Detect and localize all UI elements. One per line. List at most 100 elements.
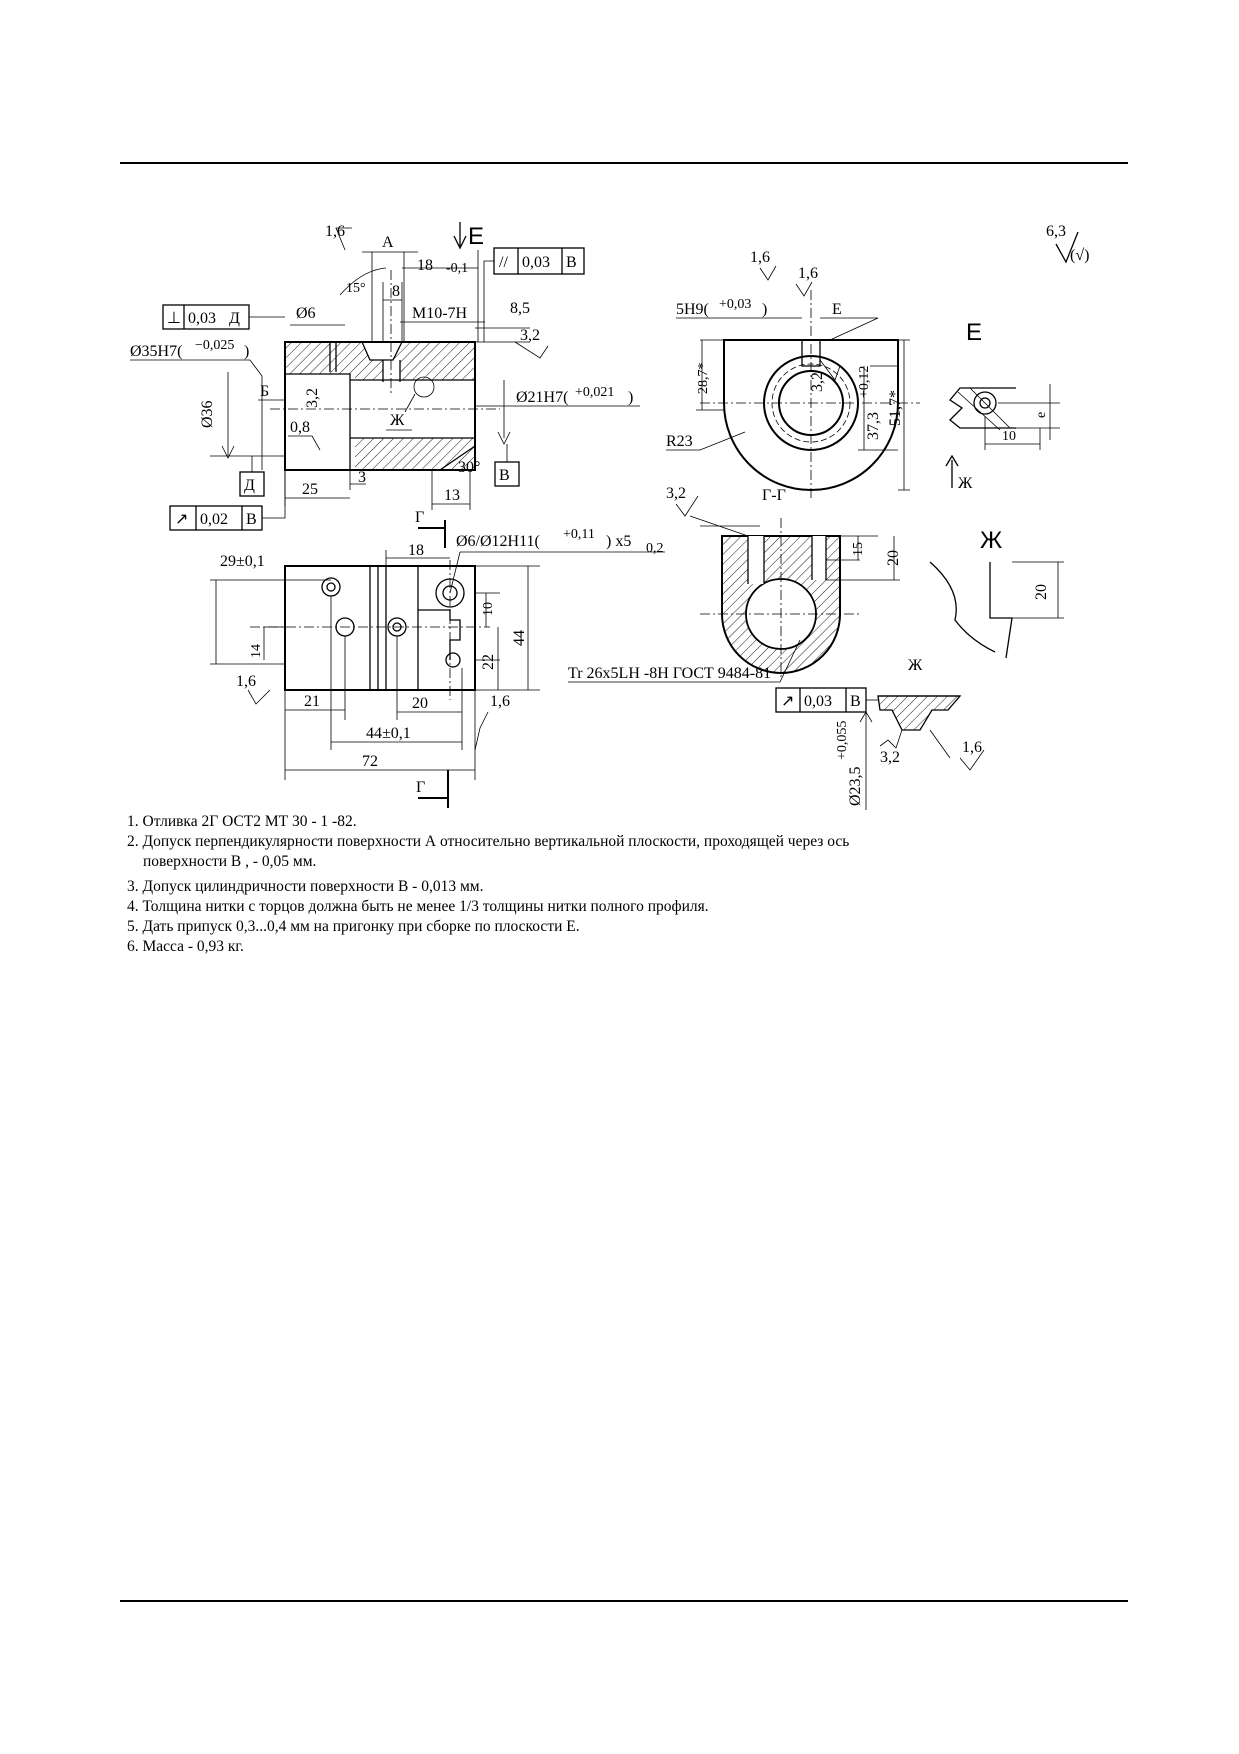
dim-25: 25 xyxy=(302,481,318,498)
rough-3-2-inner: 3,2 xyxy=(304,388,321,408)
side-rough-a: 1,6 xyxy=(750,249,770,266)
detail-e-dim-10: 10 xyxy=(1002,429,1016,444)
rough-left: 1,6 xyxy=(236,673,256,690)
parallel-base: В xyxy=(566,254,577,271)
radius: R23 xyxy=(666,433,693,450)
slot-tol: +0,03 xyxy=(719,297,751,312)
thread-profile-detail: Ж 1,6 3,2 Ø23,5 +0,055 xyxy=(835,657,985,810)
bottom-rule xyxy=(120,1600,1128,1602)
detail-zh-title: Ж xyxy=(980,527,1002,554)
dim-22: 22 xyxy=(480,654,497,670)
label-e: Е xyxy=(832,301,842,318)
parallel-tol: 0,03 xyxy=(522,254,550,271)
section-thread: Tr 26x5LH -8H ГОСТ 9484-81 xyxy=(568,665,771,682)
hole-callout: Ø6/Ø12H11( xyxy=(456,533,540,550)
dim-18: 18 xyxy=(417,257,433,274)
section-g-top: Г xyxy=(415,509,424,526)
dim-8-5: 8,5 xyxy=(510,300,530,317)
hole-depth-tol: 0,2 xyxy=(646,541,664,556)
thread-m10: M10-7H xyxy=(412,305,468,322)
note-1: 1. Отливка 2Г ОСТ2 МТ 30 - 1 -82. xyxy=(127,813,357,830)
detail-e-arrow-zh: Ж xyxy=(958,475,973,492)
note-2: 2. Допуск перпендикулярности поверхности… xyxy=(127,833,850,850)
note-4: 4. Толщина нитки с торцов должна быть не… xyxy=(127,898,709,915)
general-roughness-value: 6,3 xyxy=(1046,223,1066,240)
plan-dim-18: 18 xyxy=(408,542,424,559)
section-runout-base: В xyxy=(850,693,861,710)
dim-8: 8 xyxy=(392,283,400,300)
parallel-symbol: // xyxy=(499,254,508,271)
dim-20: 20 xyxy=(885,550,902,566)
dim-44-v: 44 xyxy=(511,630,528,646)
dia-35: Ø35H7( xyxy=(130,343,182,360)
runout-tol: 0,02 xyxy=(200,511,228,528)
runout-base: В xyxy=(246,511,257,528)
section-title: Г-Г xyxy=(762,487,786,504)
dim-44: 44±0,1 xyxy=(366,725,411,742)
dim-28-7: 28,7* xyxy=(696,363,711,395)
dim-13: 13 xyxy=(444,487,460,504)
general-roughness-bracket: (√) xyxy=(1070,247,1089,264)
dim-15: 15 xyxy=(851,542,866,556)
detail-zh: Ж 20 xyxy=(929,527,1064,659)
technical-drawing: 1,6 А 15° 8 18 -0,1 Е // 0,03 В ⊥ 0,03 Д… xyxy=(130,222,1089,810)
detail-zh-dim-20: 20 xyxy=(1033,584,1050,600)
angle-30: 30° xyxy=(458,459,480,476)
detail-e-dim-e: e xyxy=(1034,412,1049,418)
thread-dia-tol: +0,055 xyxy=(835,721,850,760)
hole-tail: ) x5 xyxy=(606,533,631,550)
dia-6: Ø6 xyxy=(296,305,316,322)
dim-51-7: 51,7* xyxy=(887,390,904,426)
dia-35-close: ) xyxy=(244,343,249,360)
dim-10: 10 xyxy=(481,602,496,616)
thread-dia: Ø23,5 xyxy=(847,766,864,806)
dia-36: Ø36 xyxy=(199,400,216,428)
label-surface-a: А xyxy=(382,234,394,251)
top-rule xyxy=(120,162,1128,164)
rough-3-2-right: 3,2 xyxy=(520,327,540,344)
dim-18-tol: -0,1 xyxy=(446,261,468,276)
note-2-continued: поверхности В , - 0,05 мм. xyxy=(143,853,317,870)
angle-15: 15° xyxy=(346,281,366,296)
section-rough-3-2: 3,2 xyxy=(666,485,686,502)
side-rough-b: 1,6 xyxy=(798,265,818,282)
thread-rough-1-6: 1,6 xyxy=(962,739,982,756)
note-3: 3. Допуск цилиндричности поверхности В -… xyxy=(127,878,484,895)
dim-3: 3 xyxy=(358,469,366,486)
rough-0-8: 0,8 xyxy=(290,419,310,436)
perp-symbol: ⊥ xyxy=(167,310,181,327)
roughness-top: 1,6 xyxy=(325,223,345,240)
slot-close: ) xyxy=(762,301,767,318)
front-section-view: 1,6 А 15° 8 18 -0,1 Е // 0,03 В ⊥ 0,03 Д… xyxy=(130,222,640,531)
general-roughness-symbol: 6,3 (√) xyxy=(1046,223,1089,264)
perp-base: Д xyxy=(229,310,240,327)
dia-21-close: ) xyxy=(628,389,633,406)
label-zh: Ж xyxy=(390,412,405,429)
side-view: 1,6 1,6 5H9( +0,03 ) Е 28,7* 3,2 37,3 +0… xyxy=(666,249,920,500)
section-runout-tol: 0,03 xyxy=(804,693,832,710)
label-b: Б xyxy=(260,383,269,400)
plan-view: Г 18 Ø6/Ø12H11( +0,11 ) x5 0,2 29±0,1 14… xyxy=(210,509,665,808)
runout-symbol: ↗ xyxy=(175,511,188,528)
thread-rough-3-2: 3,2 xyxy=(880,749,900,766)
side-rough-3-2: 3,2 xyxy=(809,372,826,392)
plan-dim-20: 20 xyxy=(412,695,428,712)
rough-right: 1,6 xyxy=(490,693,510,710)
datum-d: Д xyxy=(244,477,255,494)
dia-35-tol: −0,025 xyxy=(195,338,234,353)
detail-e-title: Е xyxy=(966,319,982,346)
section-runout-symbol: ↗ xyxy=(781,693,794,710)
perp-tol: 0,03 xyxy=(188,310,216,327)
dim-14: 14 xyxy=(249,644,264,658)
dim-29: 29±0,1 xyxy=(220,553,265,570)
note-5: 5. Дать припуск 0,3...0,4 мм на пригонку… xyxy=(127,918,580,935)
thread-detail-title: Ж xyxy=(908,657,923,674)
detail-e: Е e 10 Ж xyxy=(945,319,1060,492)
dim-72: 72 xyxy=(362,753,378,770)
dim-37-3-tol: +0,12 xyxy=(857,366,872,398)
dia-21: Ø21H7( xyxy=(516,389,568,406)
note-6: 6. Масса - 0,93 кг. xyxy=(127,938,244,955)
arrow-e: Е xyxy=(468,223,484,250)
datum-v: В xyxy=(499,467,510,484)
dia-21-tol: +0,021 xyxy=(575,385,614,400)
